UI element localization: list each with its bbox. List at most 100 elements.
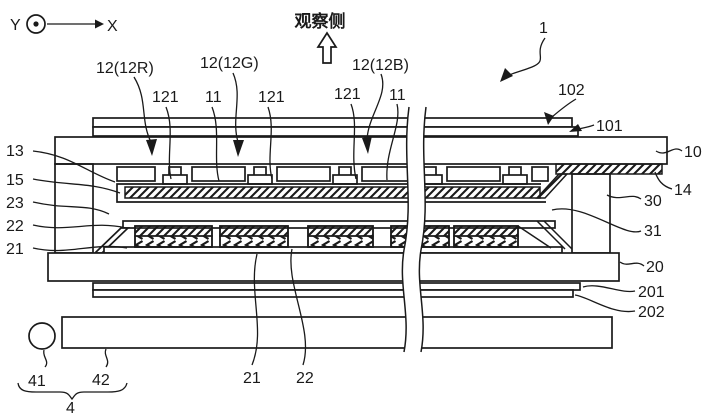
edge-layer-14: [555, 163, 663, 175]
arrowhead-101: [569, 124, 582, 132]
leader-31: [551, 208, 642, 233]
y-axis-dot: [33, 21, 39, 27]
leader-41: [43, 349, 48, 368]
up-arrow-icon: [316, 31, 338, 64]
break-line: [401, 106, 427, 353]
x-axis-label: X: [107, 18, 118, 35]
electrode-block: [307, 225, 374, 248]
arrowhead-102: [544, 112, 554, 125]
figure-arrow-icon: [504, 37, 546, 79]
block-upper-22: [453, 225, 519, 237]
spacer-121: [332, 166, 358, 185]
leader-22: [32, 224, 127, 229]
block-upper-22: [134, 225, 213, 237]
label-23: 23: [6, 195, 24, 212]
alignment-layer-right-slant: [543, 220, 573, 250]
seal-right-30: [571, 173, 611, 254]
leader-30: [606, 194, 642, 200]
label-41: 41: [28, 373, 46, 390]
upper-film-102: [92, 117, 573, 128]
label-202: 202: [638, 304, 665, 321]
label-201: 201: [638, 284, 665, 301]
leader-20: [619, 261, 645, 267]
block-lower-21: [453, 235, 519, 248]
upper-film-101: [92, 126, 579, 137]
y-axis-out-of-plane-icon: [26, 14, 46, 34]
label-13: 13: [6, 143, 24, 160]
x-axis-arrowhead: [95, 19, 104, 29]
block-upper-22: [307, 225, 374, 237]
figure-number-label: 1: [539, 20, 548, 37]
arrowhead-12g: [233, 140, 244, 157]
leader-14: [654, 171, 673, 190]
label-12b: 12(12B): [352, 57, 409, 74]
block-lower-21: [307, 235, 374, 248]
leader-11-b: [386, 103, 399, 181]
label-101: 101: [596, 118, 623, 135]
overcoat-layer-13: [116, 183, 546, 203]
backlight-unit: [28, 316, 613, 350]
label-11-b: 11: [389, 87, 406, 104]
y-axis-label: Y: [10, 17, 21, 34]
leader-11-a: [211, 106, 220, 182]
callouts-left: 13 15 23 22 21: [6, 143, 128, 258]
label-42: 42: [92, 372, 110, 389]
label-15: 15: [6, 172, 24, 189]
viewing-side: 观察侧: [294, 11, 346, 64]
leader-12b: [366, 73, 384, 141]
leader-12r: [133, 76, 152, 143]
break-edge-left: [401, 106, 410, 353]
label-14: 14: [674, 182, 692, 199]
leader-12g: [232, 72, 239, 143]
leader-21: [32, 245, 128, 252]
callouts-bottom: 21 22 41 42 4: [17, 248, 314, 416]
label-121-c: 121: [334, 86, 361, 103]
leader-202: [574, 294, 636, 313]
electrode-block: [134, 225, 213, 248]
label-121-b: 121: [258, 89, 285, 106]
block-outline: [453, 225, 519, 248]
label-12r: 12(12R): [96, 60, 154, 77]
leader-13: [32, 150, 116, 183]
leader-21-bottom: [251, 253, 259, 366]
block-outline: [219, 225, 289, 248]
display-panel-stack: [47, 117, 668, 298]
lower-film-201: [92, 282, 581, 291]
label-21: 21: [6, 241, 24, 258]
label-30: 30: [644, 193, 662, 210]
color-filter-segment: [446, 166, 501, 182]
block-lower-21: [219, 235, 289, 248]
electrode-riser: [535, 173, 569, 199]
light-source-41: [28, 322, 56, 350]
label-4: 4: [66, 400, 75, 416]
block-upper-22: [219, 225, 289, 237]
block-slant-edge: [517, 225, 552, 249]
bottom-substrate-20: [47, 252, 620, 282]
viewing-side-label: 观察侧: [294, 11, 346, 32]
backlight-brace: [17, 382, 128, 401]
label-22-bottom: 22: [296, 370, 314, 387]
leader-121-c: [350, 103, 357, 180]
leader-10: [655, 148, 683, 154]
label-31: 31: [644, 223, 662, 240]
color-filter-segment: [276, 166, 331, 182]
label-21-bottom: 21: [243, 370, 261, 387]
leader-42: [104, 348, 109, 368]
light-guide-42: [61, 316, 613, 349]
leader-121-a: [165, 106, 172, 180]
label-102: 102: [558, 82, 585, 99]
spacer-121: [247, 166, 273, 185]
leader-201: [582, 285, 636, 293]
callouts-right: 102 101 10 14 30 31 20 201 202: [544, 82, 702, 321]
leader-23: [32, 201, 110, 215]
color-filter-segment: [531, 166, 549, 182]
color-filter-segment: [116, 166, 156, 182]
figure-arrowhead: [500, 68, 513, 82]
leader-15: [32, 178, 121, 194]
label-11-a: 11: [205, 89, 222, 106]
top-substrate-10: [54, 136, 668, 165]
label-10: 10: [684, 144, 702, 161]
break-edge-right: [418, 106, 427, 353]
